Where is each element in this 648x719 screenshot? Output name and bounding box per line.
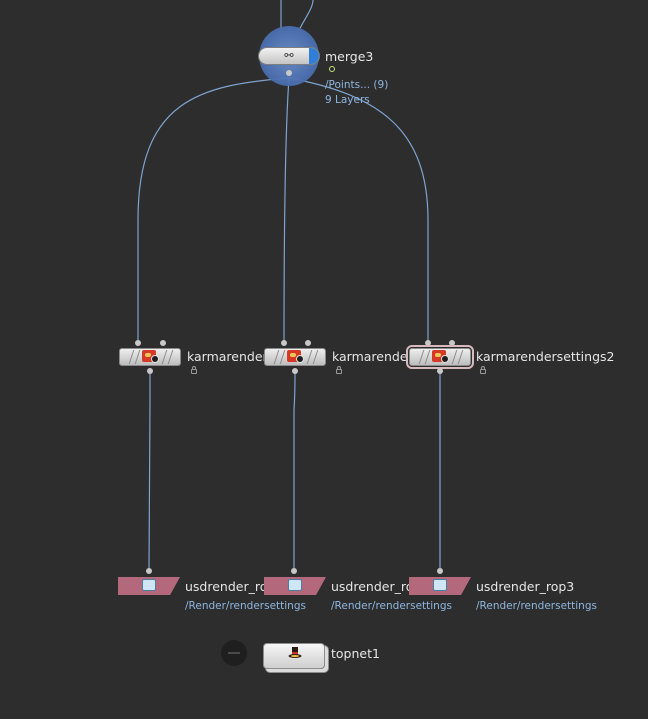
node-divider — [128, 350, 135, 364]
karma-node-3-label: karmarendersettings2 — [476, 349, 615, 364]
karma-3-output-connector[interactable] — [437, 368, 443, 374]
merge3-output-connector[interactable] — [286, 70, 292, 76]
karma-2-input-connector[interactable] — [281, 340, 287, 346]
karma-node-2[interactable] — [264, 348, 326, 366]
usd-render-icon — [288, 579, 302, 591]
wire-karma-1-to-rop-1 — [148, 371, 151, 571]
display-flag[interactable] — [309, 48, 319, 64]
topnet1-label: topnet1 — [331, 646, 380, 661]
karma-2-output-connector[interactable] — [292, 368, 298, 374]
lock-icon — [480, 366, 486, 374]
gear-badge-icon — [296, 355, 304, 363]
usdrender-rop-1-node[interactable] — [118, 577, 180, 595]
gear-badge-icon — [441, 355, 449, 363]
node-divider — [457, 350, 464, 364]
node-divider — [161, 350, 168, 364]
rop-1-input-connector[interactable] — [146, 568, 152, 574]
merge3-primitive-path: /Points... (9) — [325, 79, 389, 91]
karma-1-output-connector[interactable] — [147, 368, 153, 374]
karma-node-1[interactable] — [119, 348, 181, 366]
wire-input-b — [297, 0, 314, 33]
karma-1-input-connector[interactable] — [135, 340, 141, 346]
karma-node-3[interactable] — [406, 345, 474, 369]
rop-2-input-connector[interactable] — [291, 568, 297, 574]
topnet1-node[interactable] — [263, 643, 325, 669]
merge3-label: merge3 — [325, 49, 374, 64]
karma-2-input-connector-2[interactable] — [305, 340, 311, 346]
node-divider — [424, 350, 431, 364]
usdrender-rop-2-node[interactable] — [264, 577, 326, 595]
karma-1-input-connector-2[interactable] — [160, 340, 166, 346]
rop-1-label: usdrender_rop1 — [185, 579, 284, 594]
node-divider — [273, 350, 280, 364]
gear-badge-icon — [151, 355, 159, 363]
karma-node-2-label: karmarendersettings1 — [332, 350, 408, 364]
wire-merge-to-karma-1 — [137, 77, 290, 342]
merge3-node[interactable]: ⚯ — [258, 47, 320, 65]
rop-3-label: usdrender_rop3 — [476, 579, 575, 594]
lock-icon — [336, 366, 342, 374]
lock-icon — [191, 366, 197, 374]
node-divider — [134, 350, 141, 364]
rop-3-input-connector[interactable] — [437, 568, 443, 574]
top-hat-icon — [288, 647, 302, 658]
node-divider — [418, 350, 425, 364]
merge3-layer-count: 9 Layers — [325, 94, 370, 106]
node-divider — [306, 350, 313, 364]
merge-icon: ⚯ — [284, 49, 294, 62]
usdrender-rop-3-node[interactable] — [409, 577, 471, 595]
rop-1-settings-path: /Render/rendersettings — [185, 600, 306, 612]
node-divider — [312, 350, 319, 364]
display-flag-indicator — [329, 66, 335, 72]
karma-3-input-connector-2[interactable] — [449, 340, 455, 346]
rop-2-label: usdrender_rop2 — [331, 579, 430, 594]
node-divider — [167, 350, 174, 364]
usd-render-icon — [433, 579, 447, 591]
node-divider — [451, 350, 458, 364]
wire-merge-to-karma-2 — [283, 77, 290, 343]
rop-2-settings-path: /Render/rendersettings — [331, 600, 452, 612]
wire-karma-2-to-rop-2 — [293, 371, 296, 570]
rop-3-settings-path: /Render/rendersettings — [476, 600, 597, 612]
wire-merge-to-karma-3 — [288, 77, 429, 342]
bypass-flag-icon[interactable] — [221, 640, 247, 666]
node-divider — [279, 350, 286, 364]
usd-render-icon — [142, 579, 156, 591]
karma-node-1-label: karmarendersettings — [187, 350, 264, 364]
karma-3-input-connector[interactable] — [425, 340, 431, 346]
